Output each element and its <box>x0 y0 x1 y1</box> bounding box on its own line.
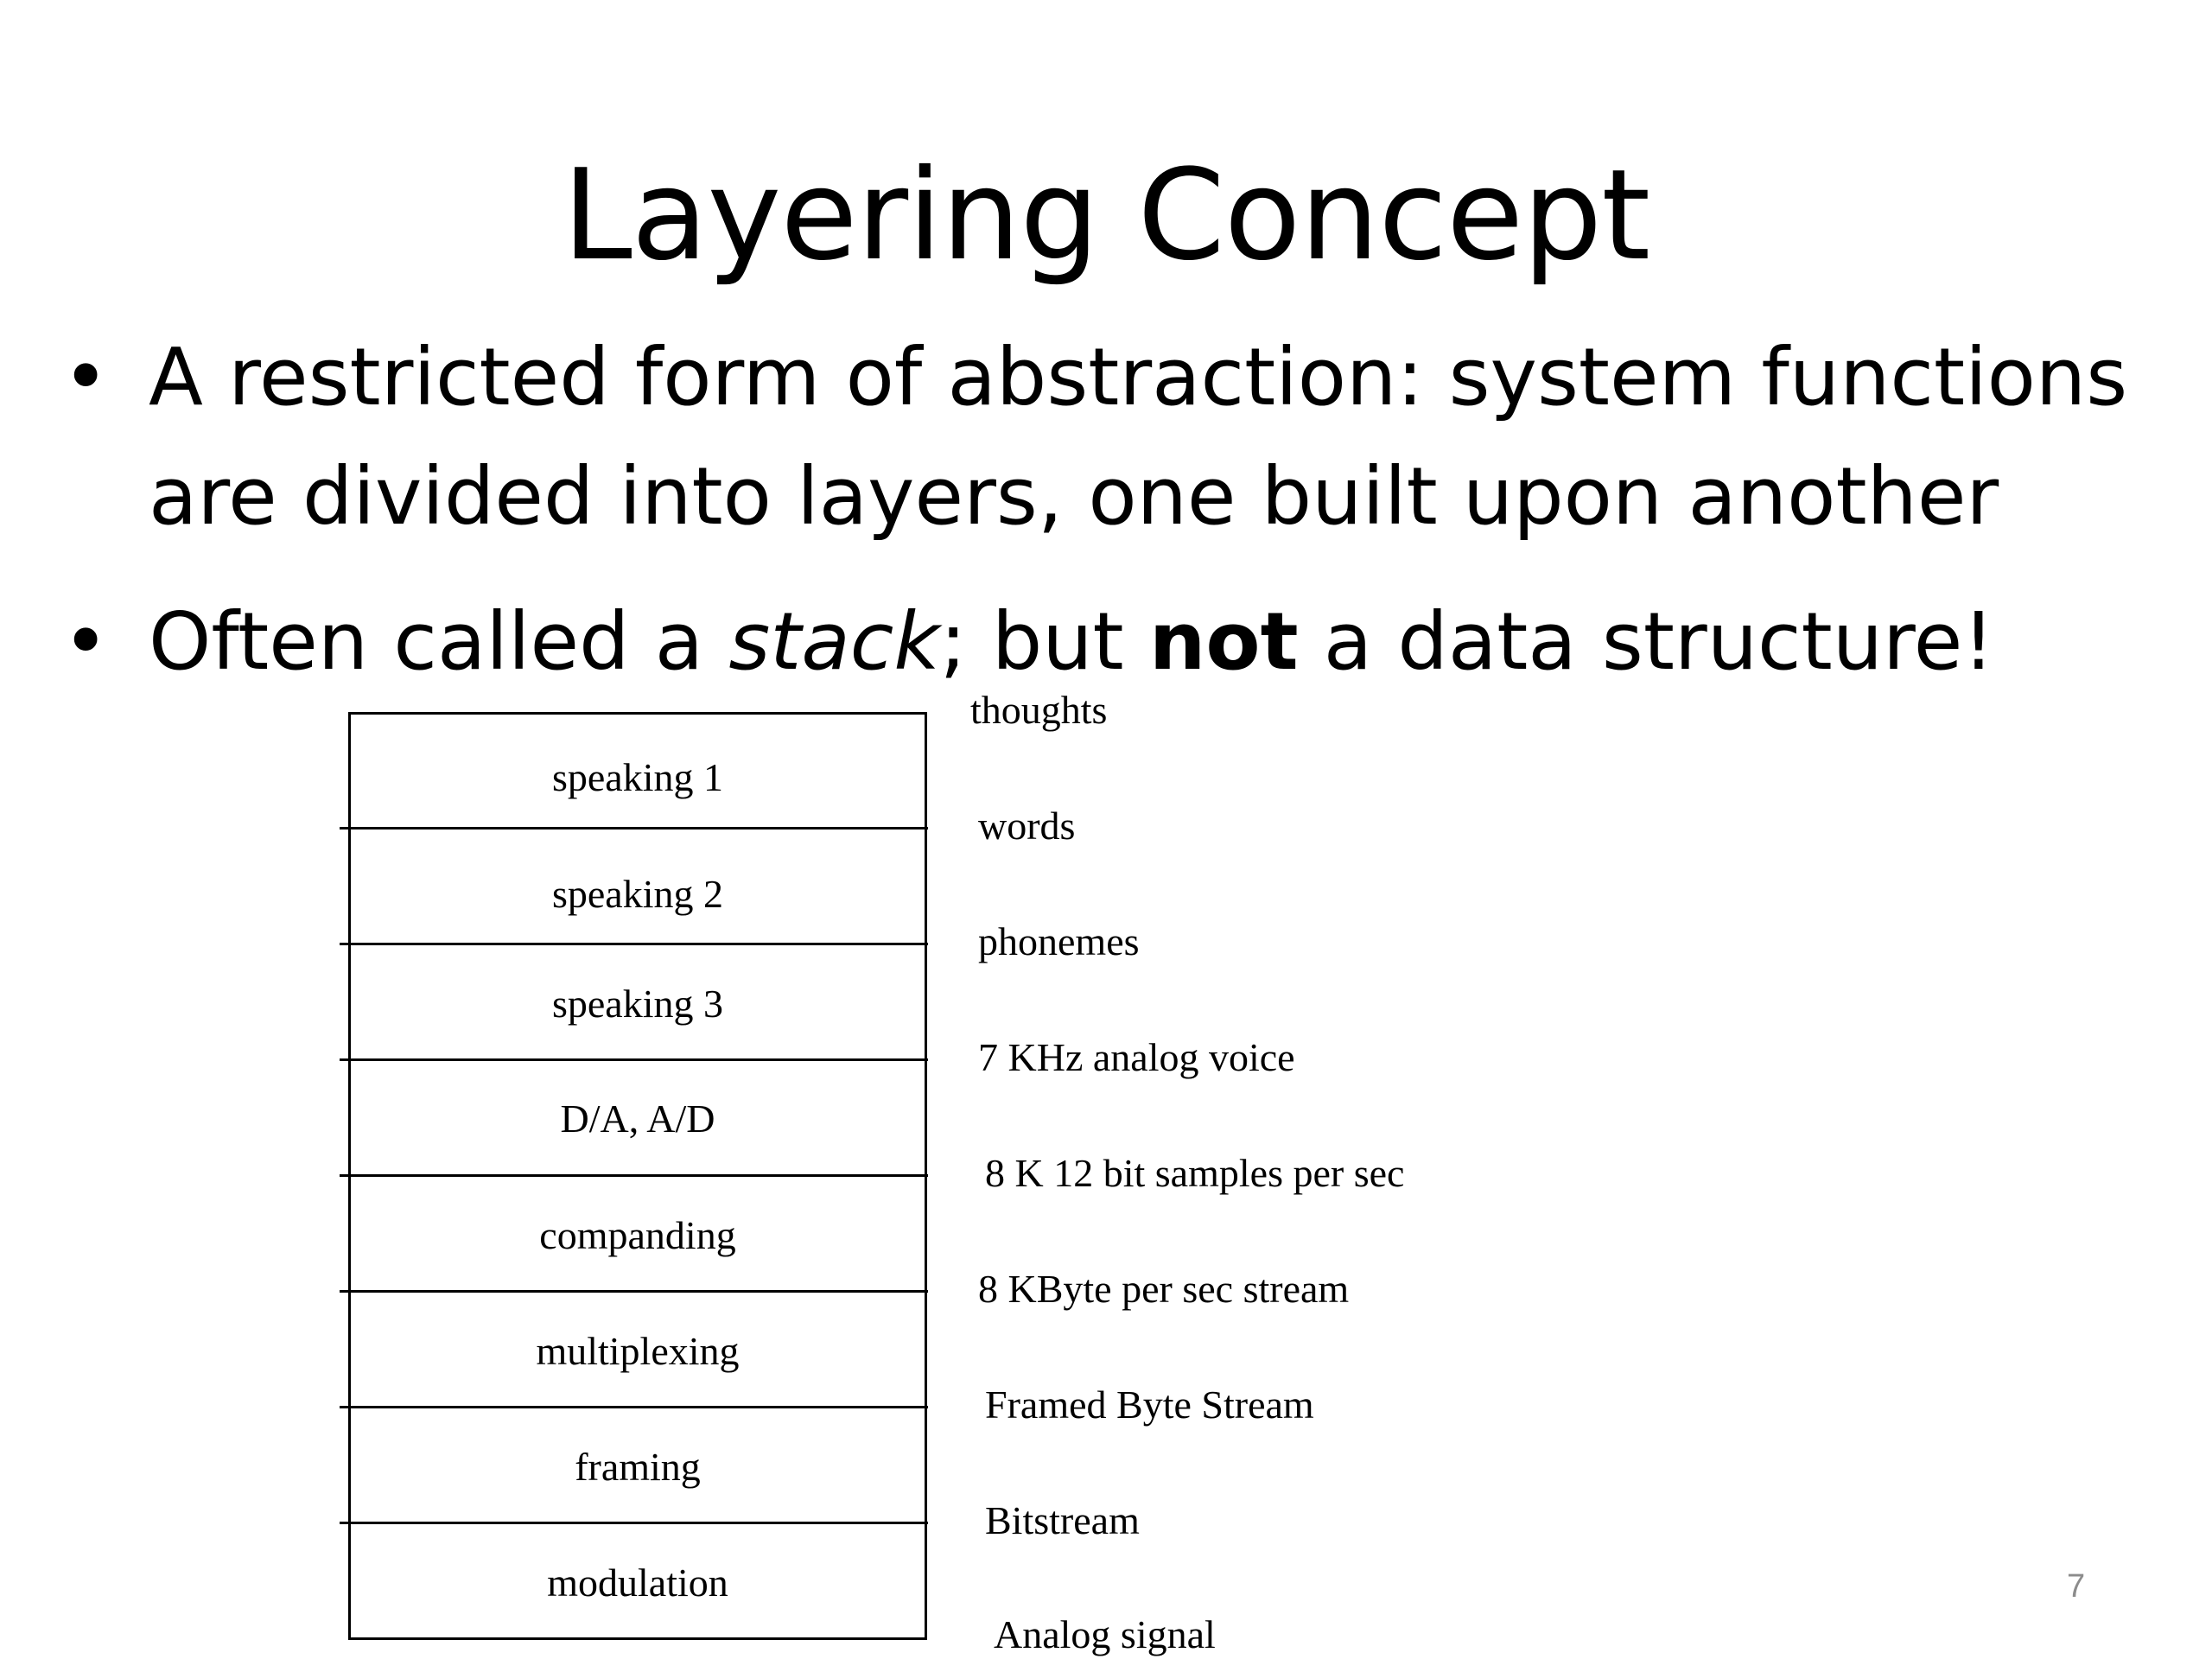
interface-label: 8 K 12 bit samples per sec <box>985 1151 1405 1195</box>
layer-box-label: speaking 2 <box>551 872 723 916</box>
layer-divider <box>340 1406 928 1408</box>
layer-box-label: speaking 3 <box>551 982 723 1026</box>
layer-box-label: companding <box>539 1213 736 1257</box>
layer-stack: speaking 1 speaking 2 speaking 3 D/A, A/… <box>348 712 927 1640</box>
bullet-item: • A restricted form of abstraction: syst… <box>62 318 2171 556</box>
layer-divider <box>340 827 928 830</box>
bullet-text-prefix: Often called a <box>149 595 729 688</box>
bullet-text: A restricted form of abstraction: system… <box>149 331 2128 543</box>
interface-label: phonemes <box>978 919 1140 963</box>
interface-label: Analog signal <box>994 1612 1216 1656</box>
interface-label: thoughts <box>970 688 1108 732</box>
layer-box-label: framing <box>575 1445 701 1489</box>
bullet-text-middle: ; but <box>939 595 1149 688</box>
slide-title: Layering Concept <box>562 143 1650 289</box>
interface-label: 8 KByte per sec stream <box>978 1267 1350 1311</box>
bullet-text: Often called a stack; but not a data str… <box>149 595 1994 688</box>
page-number: 7 <box>2067 1568 2086 1605</box>
layer-divider <box>340 1174 928 1177</box>
bullet-text-bold: not <box>1148 595 1299 688</box>
layer-box-label: multiplexing <box>536 1329 740 1373</box>
layer-divider <box>340 943 928 945</box>
layer-box-label: speaking 1 <box>551 755 723 799</box>
layer-box-label: D/A, A/D <box>560 1096 715 1141</box>
interface-label: Bitstream <box>985 1498 1140 1542</box>
interface-label: 7 KHz analog voice <box>978 1035 1295 1079</box>
layer-divider <box>340 1290 928 1293</box>
bullet-list: • A restricted form of abstraction: syst… <box>62 318 2171 728</box>
bullet-text-suffix: a data structure! <box>1298 595 1995 688</box>
bullet-item: • Often called a stack; but not a data s… <box>62 582 2171 702</box>
layer-divider <box>340 1058 928 1061</box>
interface-label: Framed Byte Stream <box>985 1382 1314 1427</box>
layer-divider <box>340 1522 928 1524</box>
interface-label: words <box>978 804 1076 848</box>
layer-box-label: modulation <box>547 1560 728 1605</box>
bullet-dot: • <box>62 595 110 688</box>
bullet-text-italic: stack <box>728 595 940 688</box>
bullet-dot: • <box>62 331 110 423</box>
